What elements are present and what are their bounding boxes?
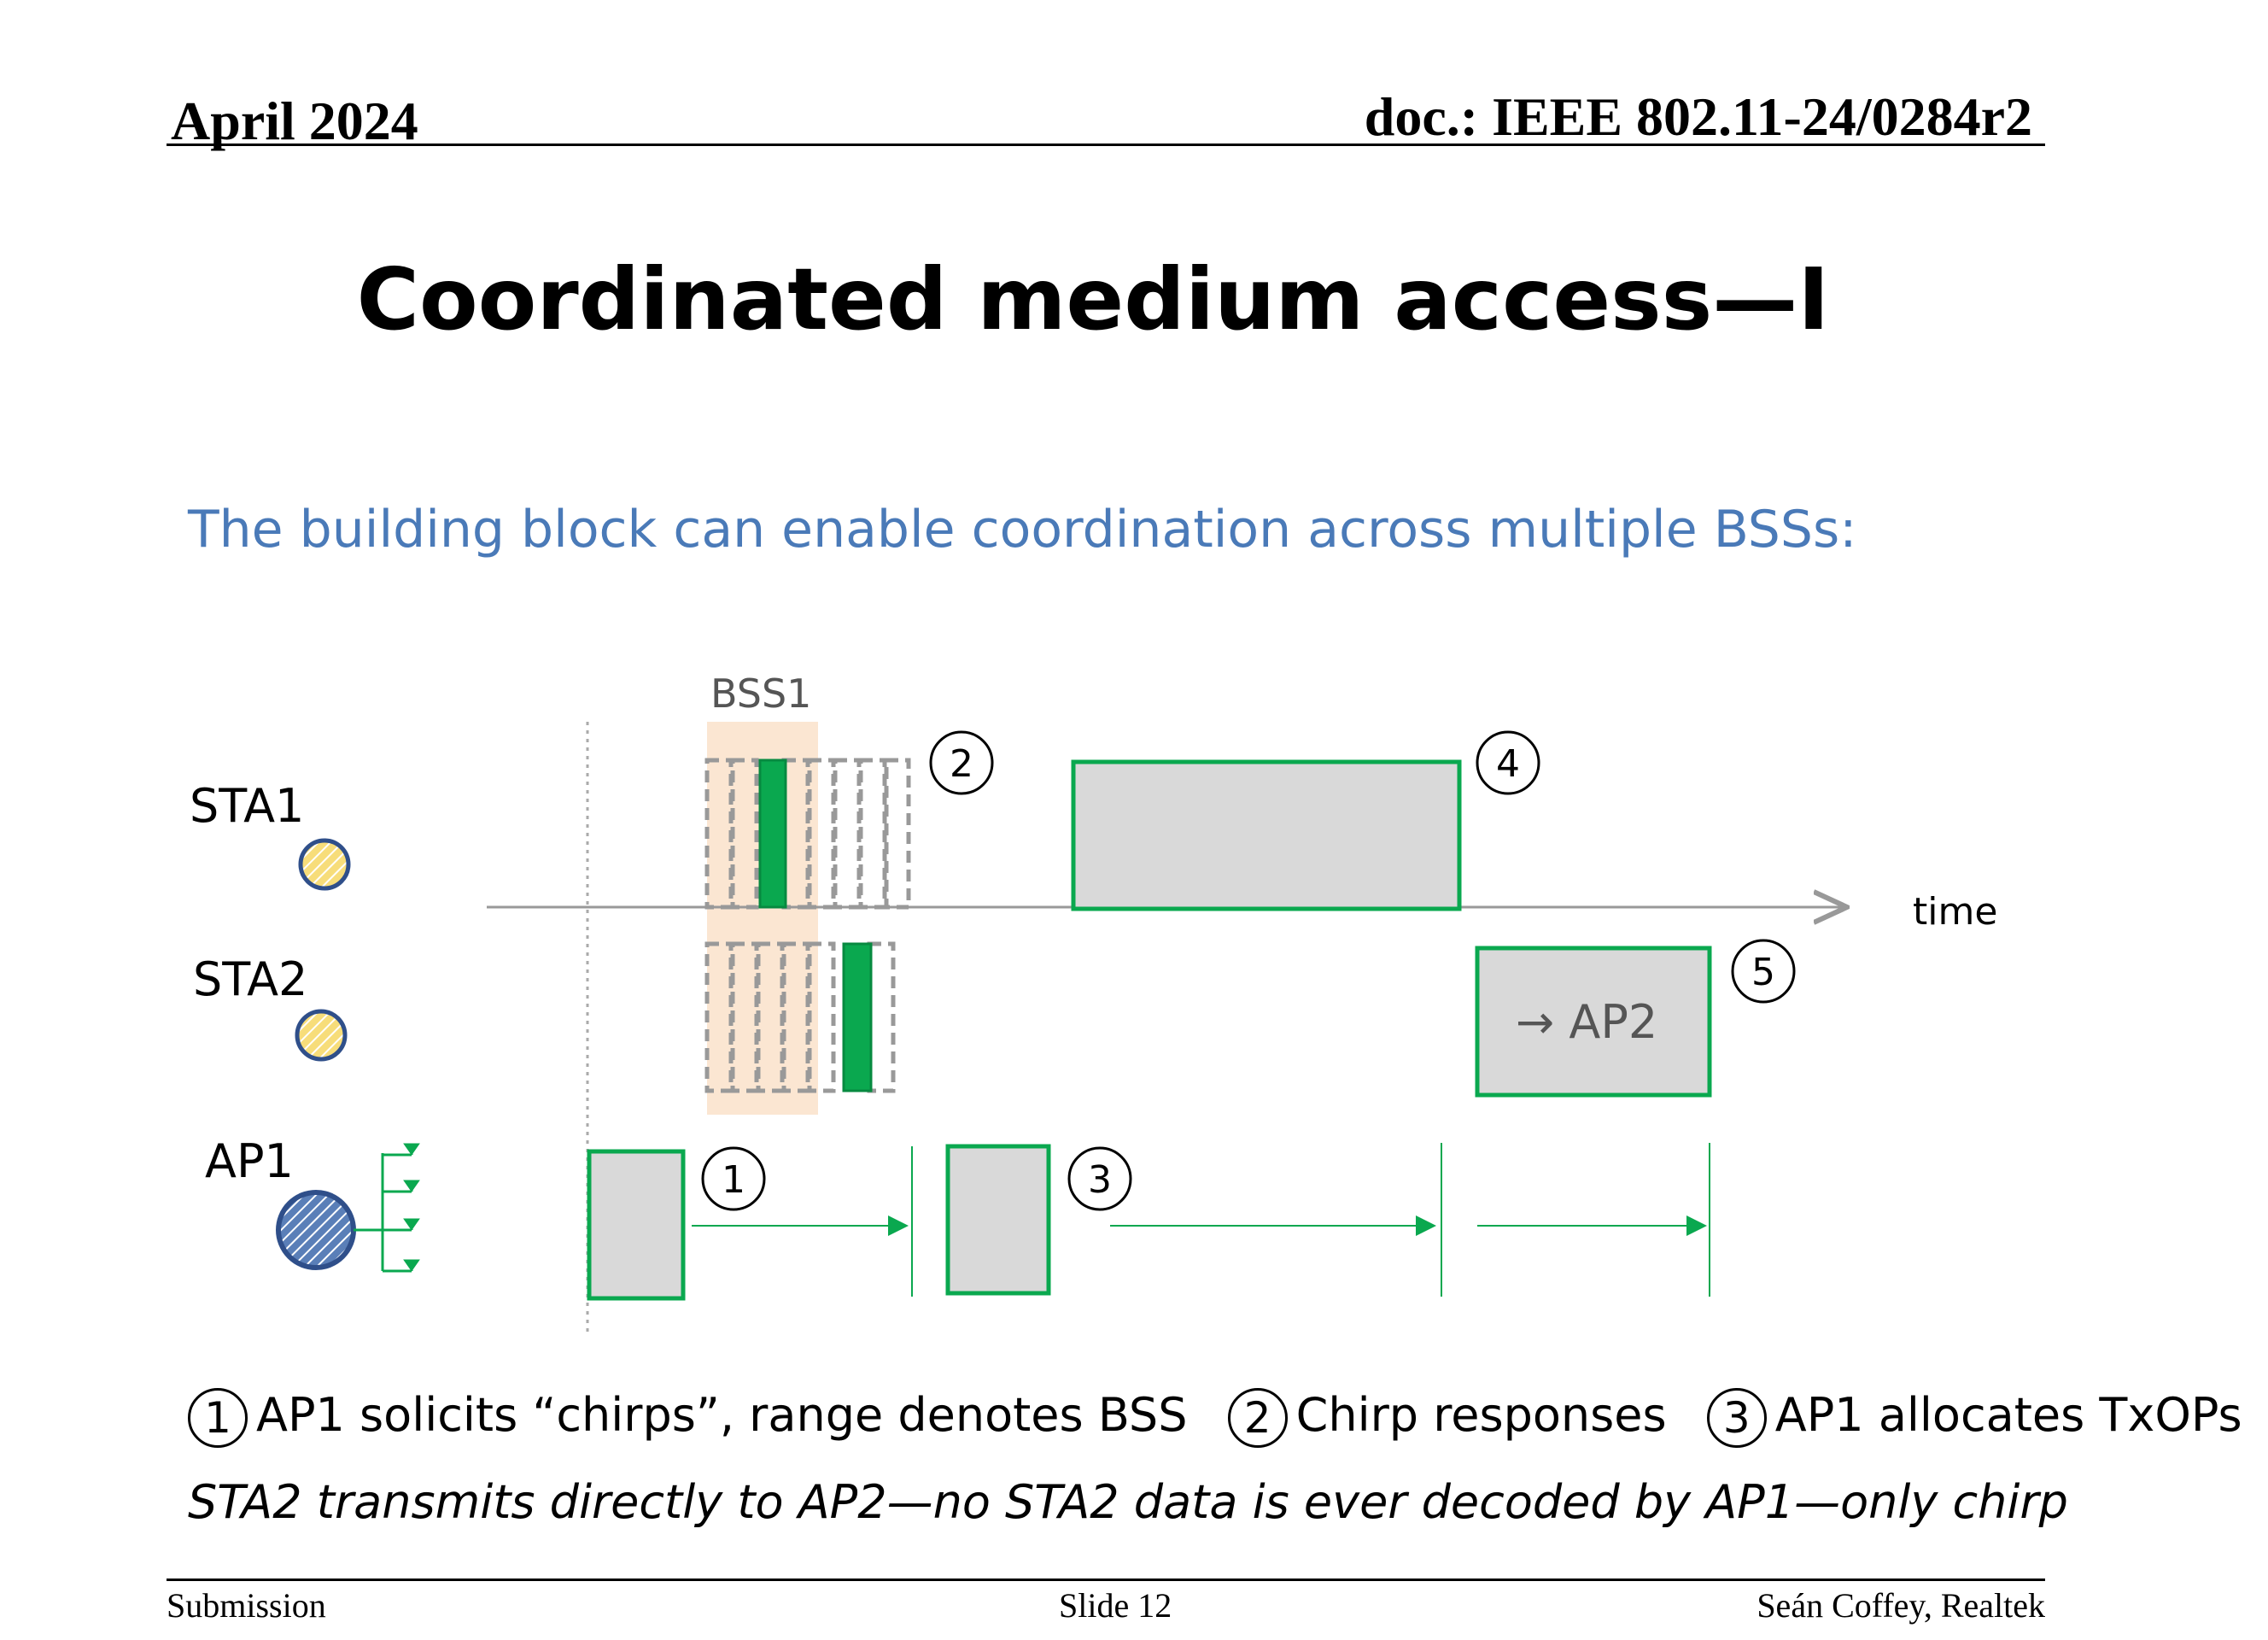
- caption-num-1: 1: [188, 1388, 248, 1449]
- marker-5-label: 5: [1751, 951, 1775, 994]
- caption-num-2: 2: [1227, 1388, 1288, 1449]
- sta1-chirp-active: [758, 758, 787, 909]
- header-date: April 2024: [171, 91, 418, 151]
- timing-diagram: BSS1 time STA1 STA2 AP1: [190, 671, 1997, 1337]
- ap1-allocate-box: [945, 1144, 1051, 1296]
- caption-note: STA2 transmits directly to AP2—no STA2 d…: [188, 1475, 2068, 1529]
- sta1-txop-box: [1071, 759, 1462, 911]
- marker-1-label: 1: [722, 1158, 745, 1202]
- footer-rule: [167, 1578, 2045, 1581]
- sta2-icon: [295, 1009, 348, 1062]
- marker-3: [1067, 1146, 1132, 1211]
- ap1-timeline: [692, 1143, 1710, 1297]
- slide-subtitle: The building block can enable coordinati…: [188, 500, 1857, 559]
- marker-2-label: 2: [950, 742, 973, 786]
- sta2-chirp-slots: [704, 941, 896, 1093]
- marker-4: [1476, 730, 1540, 795]
- footer-right: Seán Coffey, Realtek: [1757, 1586, 2045, 1625]
- sta1-label: STA1: [190, 779, 304, 833]
- marker-1: [701, 1146, 766, 1211]
- sta1-icon: [298, 838, 351, 891]
- ap1-solicit-box: [587, 1149, 686, 1301]
- marker-4-label: 4: [1496, 742, 1520, 786]
- header-rule: [167, 144, 2045, 146]
- footer-left: Submission: [167, 1586, 326, 1625]
- time-label: time: [1913, 890, 1997, 934]
- footer-center: Slide 12: [1059, 1586, 1172, 1625]
- header-doc-id: doc.: IEEE 802.11-24/0284r2: [1364, 86, 2032, 147]
- sta1-chirp-slots: [704, 758, 911, 910]
- sta2-txop-box: [1475, 946, 1712, 1098]
- sta2-label: STA2: [193, 952, 307, 1006]
- antenna-array-icon: [354, 1143, 420, 1273]
- marker-3-label: 3: [1088, 1158, 1112, 1202]
- caption-text-2: Chirp responses: [1295, 1388, 1667, 1442]
- sta2-chirp-active: [842, 942, 873, 1092]
- bss1-label: BSS1: [710, 671, 811, 717]
- caption-num-3: 3: [1706, 1388, 1767, 1449]
- ap1-icon: [276, 1190, 356, 1270]
- caption-text-3: AP1 allocates TxOPs: [1774, 1388, 2242, 1442]
- caption-text-1: AP1 solicits “chirps”, range denotes BSS: [256, 1388, 1188, 1442]
- sta2-tx-label: → AP2: [1516, 995, 1657, 1049]
- slide-title: Coordinated medium access—I: [356, 249, 1830, 349]
- marker-5: [1731, 939, 1796, 1004]
- marker-2: [929, 730, 994, 795]
- ap1-label: AP1: [205, 1134, 294, 1188]
